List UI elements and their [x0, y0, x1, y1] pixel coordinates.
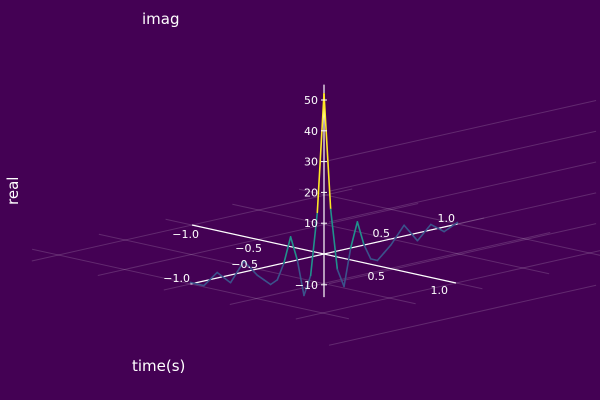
series-segment [309, 211, 319, 277]
z-tick-label: −10 [295, 279, 318, 292]
series-segment [203, 271, 218, 287]
ylabel: real [4, 177, 22, 205]
series-segment [343, 247, 352, 288]
series-segment [216, 271, 232, 284]
axis-tick-label: −1.0 [172, 228, 199, 241]
xlabel: time(s) [132, 357, 185, 375]
wall-grid-line [328, 161, 597, 223]
series-segment [229, 260, 245, 284]
axes [190, 84, 458, 298]
axis-tick-label: 0.5 [368, 270, 386, 283]
series-segment [429, 223, 445, 233]
wall-grid-line [328, 130, 597, 192]
z-tick-label: 40 [304, 125, 318, 138]
series-segment [283, 236, 292, 264]
z-tick-label: 10 [304, 217, 318, 230]
tick-labels: −10 10 20 30 40 50 −1.0 −0.5 0.5 1.0 −1.0 −0.5 0.5 1.… [163, 94, 455, 297]
axis-tick-label: 0.5 [373, 227, 391, 240]
series-segment [389, 224, 405, 246]
series-segment [403, 224, 419, 242]
axis-tick-label: 1.0 [431, 284, 449, 297]
series-segment [316, 93, 325, 214]
wall-grid-line [328, 99, 597, 161]
z-tick-label: 50 [304, 94, 318, 107]
series-segment [289, 236, 299, 261]
series-segment [356, 221, 365, 246]
series-segment [369, 258, 379, 262]
series-segment [443, 221, 459, 233]
series-segment [336, 268, 345, 288]
series-segment [269, 279, 279, 286]
series-segment [303, 274, 312, 297]
series-segment [363, 244, 372, 260]
series-segment [416, 223, 432, 242]
zlabel: imag [142, 10, 180, 28]
z-tick-label: 30 [304, 156, 318, 169]
series-segment [329, 208, 339, 271]
series-segment [349, 221, 359, 249]
wall-grid-line [328, 284, 597, 346]
axis-tick-label: −1.0 [163, 272, 190, 285]
series-segment [189, 281, 205, 287]
series-segment [376, 252, 385, 262]
z-tick-label: 20 [304, 186, 318, 199]
axis-tick-label: −0.5 [231, 258, 258, 271]
axis-tick-label: −0.5 [235, 242, 262, 255]
series-segment [296, 259, 305, 297]
series-lines [189, 93, 459, 297]
series-segment [276, 262, 285, 281]
axis-tick-label: 1.0 [438, 212, 456, 225]
series-segment [323, 93, 332, 211]
series-segment [263, 279, 272, 286]
series-segment [243, 260, 259, 276]
wall-grid-line [328, 223, 597, 285]
series-segment [383, 244, 392, 254]
series-segment [256, 274, 265, 281]
